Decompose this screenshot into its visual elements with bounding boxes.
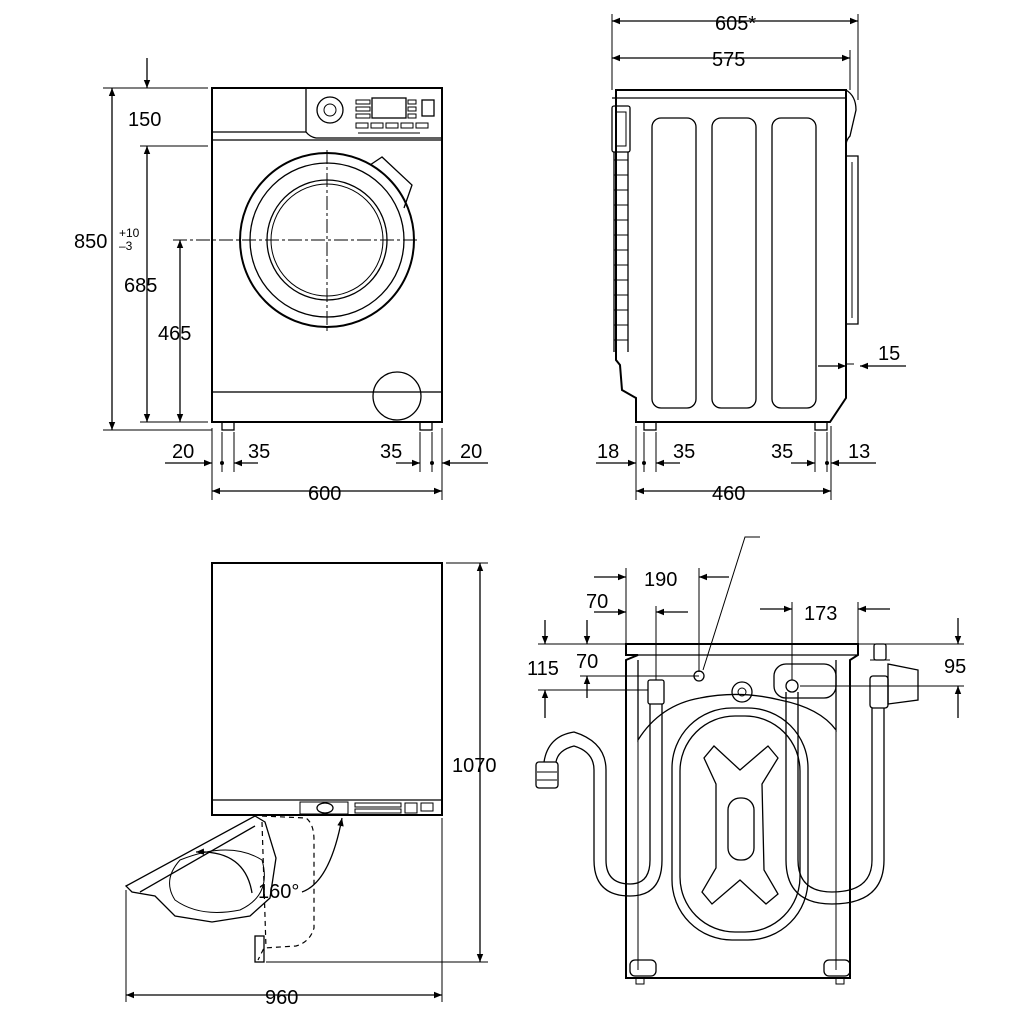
dim-left-foot-offset: 20	[172, 441, 194, 463]
dim-465: 465	[158, 323, 191, 345]
dim-600: 600	[308, 483, 341, 505]
dim-115: 115	[527, 658, 559, 680]
dim-1070: 1070	[452, 755, 497, 777]
side-view: 605* 575 15 18 35 35 13 460	[596, 13, 906, 505]
side-view-dimensions: 605* 575 15 18 35 35 13 460	[596, 13, 906, 505]
dim-front-foot-offset: 18	[597, 441, 619, 463]
dim-front-foot-width: 35	[673, 441, 695, 463]
dim-right-foot-offset: 20	[460, 441, 482, 463]
rear-view-dimensions: 190 70 173 115 70 95	[527, 536, 966, 718]
dim-right-foot-width: 35	[380, 441, 402, 463]
dim-685: 685	[124, 275, 157, 297]
dim-850-tol-lower: –3	[119, 239, 133, 253]
dim-960: 960	[265, 987, 298, 1009]
top-view: 160° 960 1070	[124, 562, 497, 1009]
dim-160-degrees: 160°	[258, 881, 299, 903]
dim-850: 850	[74, 231, 107, 253]
dim-173: 173	[804, 603, 837, 625]
dim-15: 15	[878, 343, 900, 365]
top-view-machine	[124, 562, 443, 963]
dim-back-foot-offset: 13	[848, 441, 870, 463]
dim-70-vertical: 70	[576, 651, 598, 673]
dim-575: 575	[712, 49, 745, 71]
dim-190: 190	[644, 569, 677, 591]
side-view-machine	[611, 89, 859, 431]
front-view-dimensions: 150 850 +10 –3 685 465 20 35 35 20 600	[74, 58, 488, 505]
dim-back-foot-width: 35	[771, 441, 793, 463]
dim-95: 95	[944, 656, 966, 678]
dim-850-tol-upper: +10	[119, 226, 140, 240]
front-view: 150 850 +10 –3 685 465 20 35 35 20 600	[74, 58, 488, 505]
dim-70-horizontal: 70	[586, 591, 608, 613]
dim-605: 605*	[715, 13, 756, 35]
rear-view: 190 70 173 115 70 95	[527, 536, 966, 985]
dim-460: 460	[712, 483, 745, 505]
dim-left-foot-width: 35	[248, 441, 270, 463]
top-view-dimensions: 160° 960 1070	[125, 562, 497, 1009]
dim-150: 150	[128, 109, 161, 131]
rear-view-machine	[535, 643, 919, 985]
front-view-machine	[173, 87, 443, 431]
